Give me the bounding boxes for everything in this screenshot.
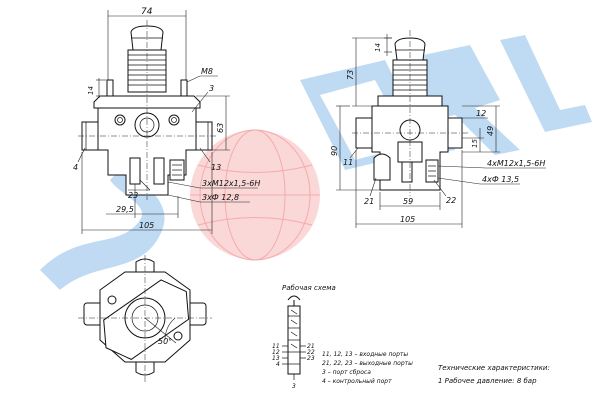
- front-dim-63: 63: [216, 123, 225, 133]
- bottom-left-stub: [83, 302, 103, 326]
- side-dim-15: 15: [471, 139, 479, 148]
- front-screw-right: [168, 114, 180, 126]
- side-thread-label: 4xM12x1,5-6H: [487, 159, 545, 168]
- side-dim-73: 73: [346, 70, 355, 80]
- watermark-letter-s: [40, 165, 165, 290]
- front-dim-105: 105: [139, 221, 154, 230]
- side-view: 14 73 90 12 49 15 11 4xM12x1,5-6H 4xФ 13…: [330, 30, 546, 228]
- side-dim-14: 14: [374, 43, 382, 52]
- schema-port-21: 21: [307, 343, 315, 350]
- schema-legend-1: 11, 12, 13 – входные порты: [322, 351, 408, 358]
- schema-port-23: 23: [307, 355, 315, 362]
- schema-port-12: 12: [272, 349, 280, 356]
- bottom-hole-2: [173, 331, 183, 341]
- schema-port-4: 4: [276, 361, 280, 368]
- front-screw-left: [114, 114, 126, 126]
- working-schema: Рабочая схема 11 12 13 4 21 22 23 3 11, …: [272, 284, 413, 390]
- side-dim-59: 59: [403, 197, 413, 206]
- watermark-letter-l: [500, 35, 592, 132]
- bottom-right-stub: [187, 302, 207, 326]
- front-callout-23: 23: [128, 191, 138, 200]
- schema-port-3: 3: [292, 383, 296, 390]
- side-bore-label: 4xФ 13,5: [482, 175, 519, 184]
- front-stud-right: [180, 79, 188, 97]
- bottom-hole-1: [107, 295, 117, 305]
- front-outlet-1: [129, 157, 141, 185]
- side-callout-11: 11: [343, 158, 353, 167]
- specs-title: Технические характеристики:: [438, 364, 550, 372]
- front-callout-3: 3: [209, 84, 214, 93]
- front-callout-4: 4: [73, 163, 78, 172]
- schema-port-22: 22: [307, 349, 315, 356]
- bottom-top-stub: [135, 258, 155, 273]
- front-dim-74: 74: [141, 7, 153, 17]
- specs-item-1: 1 Рабочее давление: 8 бар: [438, 377, 537, 385]
- front-callout-13: 13: [211, 163, 221, 172]
- front-outlet-2: [153, 157, 165, 185]
- front-dim-29-5: 29,5: [116, 205, 134, 214]
- front-bore-label: 3xФ 12,8: [202, 193, 239, 202]
- side-dim-12: 12: [476, 109, 486, 118]
- side-dim-90: 90: [330, 146, 339, 156]
- front-view: 74: [73, 7, 260, 234]
- side-callout-22: 22: [446, 196, 456, 205]
- side-dim-49: 49: [486, 126, 495, 136]
- front-thread-label: 3xM12x1,5-6H: [202, 179, 260, 188]
- schema-title: Рабочая схема: [282, 284, 336, 292]
- side-dim-105: 105: [400, 215, 415, 224]
- front-stud-left: [106, 79, 114, 97]
- technical-specs: Технические характеристики: 1 Рабочее да…: [438, 364, 550, 385]
- bottom-angle: 50°: [158, 337, 172, 346]
- side-outlet-left: [373, 153, 391, 181]
- schema-legend-4: 4 – контрольный порт: [322, 378, 392, 385]
- schema-legend-3: 3 – порт сброса: [322, 369, 371, 376]
- bottom-view: 50°: [78, 255, 212, 382]
- front-dim-14: 14: [87, 86, 95, 95]
- front-thread-m8: M8: [201, 67, 213, 76]
- side-callout-21: 21: [364, 197, 374, 206]
- schema-legend-2: 21, 22, 23 – выходные порты: [322, 360, 413, 367]
- schema-port-11: 11: [272, 343, 280, 350]
- schema-port-13: 13: [272, 355, 280, 362]
- side-outlet-center: [401, 161, 413, 183]
